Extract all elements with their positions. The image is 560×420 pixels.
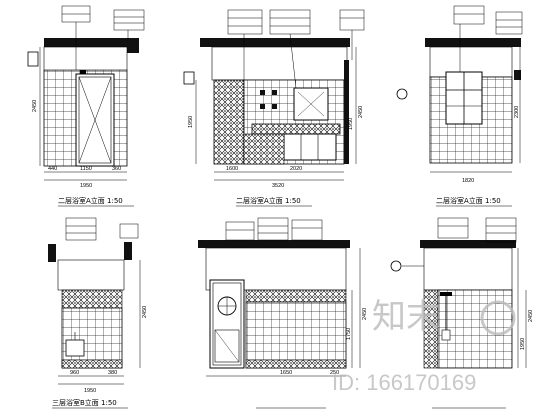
ceiling-slab [200, 38, 350, 47]
dim-total: 1950 [84, 388, 96, 394]
upper-wall [43, 46, 128, 71]
wall-cap-right [344, 60, 349, 164]
door [75, 70, 115, 167]
section-marker-left [396, 88, 408, 100]
wall-cap-right [514, 70, 521, 80]
dim-right-1: 1750 [346, 328, 352, 340]
shower [440, 292, 452, 341]
dim-bottom-2: 250 [330, 370, 339, 376]
stone-base [243, 133, 285, 165]
annotation-tags [227, 9, 365, 89]
dim-right-2: 2450 [358, 106, 364, 118]
section-marker-left [27, 51, 39, 67]
dim-total: 1950 [80, 183, 92, 189]
tile-wall [61, 307, 123, 369]
panel-caption: 二层浴室A立面 1:50 [58, 196, 123, 205]
watermark-logo-icon [480, 300, 516, 336]
dim-bottom-1: 1650 [280, 370, 292, 376]
panel-caption: 三层浴室B立面 1:50 [52, 398, 117, 407]
stone-base [245, 359, 347, 369]
dim-left-height: 1950 [188, 116, 194, 128]
ceiling-slab [420, 240, 516, 248]
dim-right-1: 2300 [514, 106, 520, 118]
vanity-stone [251, 123, 341, 135]
annotation-tags [225, 217, 323, 241]
tile-wall [245, 301, 347, 369]
watermark: 知末 ID: 166170169 [332, 298, 516, 395]
ceiling-slab [44, 38, 127, 47]
vanity-cabinet [283, 133, 337, 161]
upper-wall [57, 259, 125, 291]
dim-total: 3520 [272, 183, 284, 189]
upper-wall [423, 247, 513, 291]
accent-tiles [260, 90, 277, 109]
dim-bottom-1: 440 [48, 166, 57, 172]
panel-caption: 二层浴室A立面 1:50 [436, 196, 501, 205]
dim-bottom-2: 380 [108, 370, 117, 376]
wall-cap-right [124, 242, 132, 260]
dim-right-1: 1950 [348, 118, 354, 130]
dim-right-2: 2450 [528, 310, 534, 322]
dim-bottom-3: 360 [112, 166, 121, 172]
ceiling-slab [425, 38, 521, 47]
dim-bottom-1: 960 [70, 370, 79, 376]
dim-left-height: 2450 [32, 100, 38, 112]
dim-right-1: 1950 [520, 338, 526, 350]
elevation-bottom-left: 960 380 1950 2450 三层浴室B立面 1:50 [48, 217, 148, 409]
elevation-bottom-middle: 1650 250 1750 2450 [198, 217, 368, 409]
stone-base [61, 359, 123, 369]
dim-bottom-2: 2020 [290, 166, 302, 172]
elevation-top-middle: 1600 2020 3520 1950 1950 2450 二层浴室A立面 1:… [183, 9, 365, 207]
dimension-lines [195, 47, 357, 181]
dim-bottom-1: 1600 [226, 166, 238, 172]
dimension-lines [206, 248, 361, 377]
dimension-lines [517, 248, 527, 368]
mirror [293, 87, 329, 121]
door-round-window [209, 279, 245, 369]
panel-caption: 二层浴室A立面 1:50 [236, 196, 301, 205]
basin [65, 332, 85, 357]
wall-cap-left [48, 244, 56, 262]
elevation-top-left: 440 1150 360 1950 2450 二层浴室A立面 1:50 [27, 5, 145, 207]
annotation-tags [61, 5, 145, 70]
wall-cap-right [127, 38, 139, 53]
section-marker-left [183, 71, 195, 85]
elevation-top-right: 1820 2300 二层浴室A立面 1:50 [396, 5, 523, 207]
dim-bottom-2: 1150 [80, 166, 92, 172]
window [445, 71, 483, 125]
annotation-tags [402, 217, 517, 267]
stone-band [245, 289, 347, 303]
annotation-tags [65, 217, 139, 241]
stone-column [213, 79, 245, 165]
dimension-lines [58, 260, 141, 385]
dimension-lines [430, 47, 521, 173]
annotation-tags [453, 5, 523, 72]
section-marker-left [390, 260, 402, 272]
upper-wall [211, 46, 348, 81]
watermark-brand: 知末 [372, 298, 440, 336]
dim-bottom-1: 1820 [462, 178, 474, 184]
watermark-id: ID: 166170169 [332, 370, 476, 395]
stone-band [61, 289, 123, 309]
dimension-lines [39, 47, 127, 181]
dim-right-1: 2450 [142, 306, 148, 318]
ceiling-slab [198, 240, 350, 248]
dim-right-2: 2450 [362, 308, 368, 320]
